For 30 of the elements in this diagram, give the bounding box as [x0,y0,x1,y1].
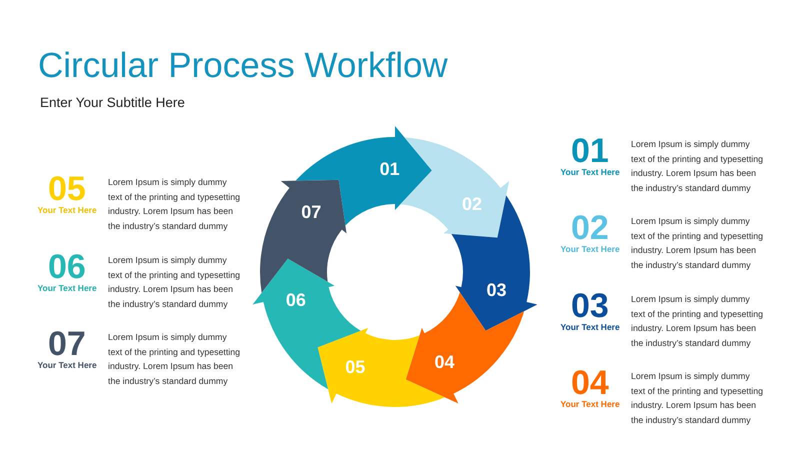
step-number: 01 [380,159,400,180]
description-text: Lorem Ipsum is simply dummy text of the printing and typesetting industry. Lorem Ipsum has been the industry’s standard dummy [631,215,764,272]
step-number: 06 [286,290,306,310]
large-step-number: 05 [48,175,86,203]
step-number: 04 [434,352,455,372]
large-step-number: 07 [48,330,86,358]
description-text: Lorem Ipsum is simply dummy text of the printing and typesetting industry. Lorem Ipsum has been the industry’s standard dummy [108,331,242,388]
large-step-number: 02 [571,214,609,242]
large-step-number: 03 [571,292,609,320]
step-number: 02 [462,194,482,214]
step-heading: Your Text Here [560,166,621,179]
title: Circular Process Workflow [38,45,448,87]
step-number: 03 [486,280,506,300]
description-text: Lorem Ipsum is simply dummy text of the printing and typesetting industry. Lorem Ipsum has been the industry’s standard dummy [108,254,242,311]
step-heading: Your Text Here [36,204,98,217]
large-step-number: 01 [571,137,609,165]
step-number: 07 [301,202,322,222]
subtitle: Enter Your Subtitle Here [40,94,185,111]
step-number: 05 [345,357,366,377]
step-heading: Your Text Here [560,398,621,411]
description-text: Lorem Ipsum is simply dummy text of the printing and typesetting industry. Lorem Ipsum has been the industry’s standard dummy [108,176,242,233]
step-heading: Your Text Here [36,359,98,372]
description-text: Lorem Ipsum is simply dummy text of the printing and typesetting industry. Lorem Ipsum has been the industry’s standard dummy [631,293,764,350]
description-text: Lorem Ipsum is simply dummy text of the printing and typesetting industry. Lorem Ipsum has been the industry’s standard dummy [631,138,764,195]
description-text: Lorem Ipsum is simply dummy text of the printing and typesetting industry. Lorem Ipsum has been the industry’s standard dummy [631,370,764,427]
step-heading: Your Text Here [560,243,621,256]
large-step-number: 06 [48,253,86,281]
step-heading: Your Text Here [36,282,98,295]
step-heading: Your Text Here [560,321,621,334]
large-step-number: 04 [571,369,609,397]
